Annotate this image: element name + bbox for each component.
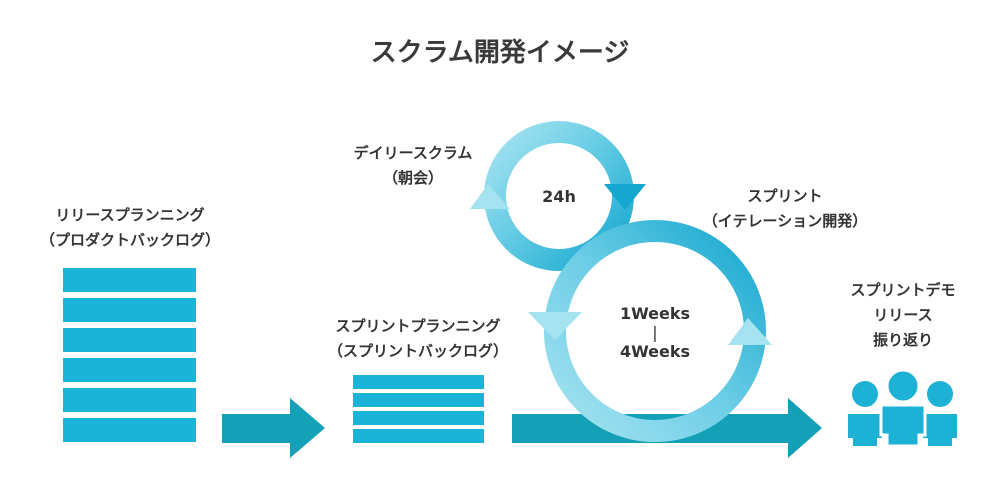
cycle-arrowhead — [604, 184, 646, 210]
people-icon — [848, 368, 957, 448]
product-backlog-item — [63, 388, 196, 412]
product-backlog-item — [63, 418, 196, 442]
sprint-planning-label: スプリントプランニング （スプリントバックログ） — [313, 314, 523, 364]
sprint-planning-line2: （スプリントバックログ） — [327, 342, 508, 360]
product-backlog-item — [63, 328, 196, 352]
daily-scrum-label: デイリースクラム （朝会） — [343, 141, 483, 191]
release-planning-line1: リリースプランニング — [55, 206, 205, 224]
sprint-cycle-label: 1Weeks | 4Weeks — [600, 303, 710, 363]
sprint-backlog-item — [353, 429, 484, 443]
page-title: スクラム開発イメージ — [370, 38, 630, 68]
cycle-arrowhead — [470, 184, 510, 209]
daily-scrum-line1: デイリースクラム — [353, 144, 473, 162]
sprint-backlog-item — [353, 393, 484, 407]
flow-arrow-1 — [222, 398, 325, 458]
cycle-arrowhead — [728, 318, 772, 345]
sprint-planning-line1: スプリントプランニング — [335, 317, 501, 335]
daily-scrum-cycle-label: 24h — [542, 187, 576, 206]
sprint-demo-line3: 振り返り — [872, 331, 933, 349]
sprint-backlog-item — [353, 411, 484, 425]
sprint-cycle-line1: 1Weeks — [619, 304, 691, 323]
product-backlog-item — [63, 298, 196, 322]
sprint-cycle — [528, 220, 772, 442]
sprint-cycle-line2: 4Weeks — [619, 342, 691, 361]
sprint-backlog-item — [353, 375, 484, 389]
release-planning-label: リリースプランニング （プロダクトバックログ） — [30, 203, 230, 253]
sprint-line2: （イテレーション開発） — [702, 212, 868, 230]
release-planning-line2: （プロダクトバックログ） — [39, 231, 220, 249]
product-backlog-item — [63, 268, 196, 292]
product-backlog-item — [63, 358, 196, 382]
daily-scrum-cycle — [470, 121, 646, 271]
sprint-demo-line1: スプリントデモ — [850, 281, 956, 299]
sprint-demo-line2: リリース — [873, 306, 933, 324]
daily-scrum-line2: （朝会） — [382, 169, 443, 187]
sprint-line1: スプリント — [747, 187, 823, 205]
sprint-label: スプリント （イテレーション開発） — [690, 184, 880, 234]
sprint-cycle-separator: | — [652, 323, 658, 342]
sprint-demo-label: スプリントデモ リリース 振り返り — [828, 278, 978, 353]
cycle-arrowhead — [528, 312, 582, 340]
